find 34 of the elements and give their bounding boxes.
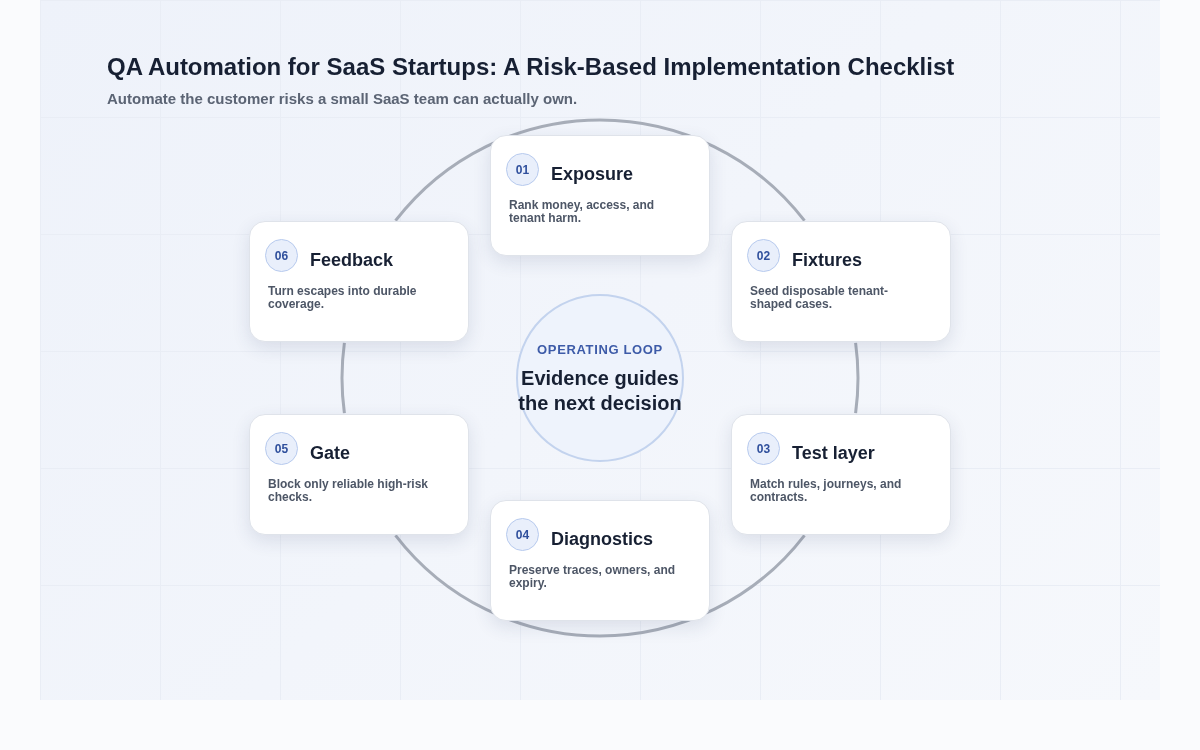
step-number-badge: 02	[747, 239, 780, 272]
step-heading: Gate	[310, 442, 351, 465]
ring-connector	[394, 534, 601, 638]
ring-connector	[599, 534, 806, 638]
step-description: Preserve traces, owners, and expiry.	[509, 564, 677, 590]
step-number-badge: 01	[506, 153, 539, 186]
step-card	[731, 221, 951, 342]
center-heading: Evidence guides the next decision	[517, 365, 683, 416]
step-number-badge: 05	[265, 432, 298, 465]
subtitle: Automate the customer risks a small SaaS team can actually own.	[107, 89, 578, 109]
step-heading: Diagnostics	[551, 528, 654, 551]
step-number-badge: 03	[747, 432, 780, 465]
step-heading: Fixtures	[792, 249, 863, 272]
ring-connector	[340, 342, 346, 414]
step-heading: Test layer	[792, 442, 875, 465]
step-description: Block only reliable high-risk checks.	[268, 478, 430, 504]
step-card	[731, 414, 951, 535]
step-card	[490, 500, 710, 621]
step-card	[249, 414, 469, 535]
step-description: Match rules, journeys, and contracts.	[750, 478, 903, 504]
ring-connector	[854, 342, 860, 414]
step-description: Turn escapes into durable coverage.	[268, 285, 418, 311]
step-number-badge: 06	[265, 239, 298, 272]
ring-connector	[599, 118, 806, 222]
ring-connector	[394, 118, 601, 222]
step-description: Rank money, access, and tenant harm.	[509, 199, 656, 225]
title: QA Automation for SaaS Startups: A Risk-Based Implementation Checklist	[107, 52, 955, 82]
eyebrow-label: OPERATING LOOP	[537, 341, 663, 360]
step-description: Seed disposable tenant-shaped cases.	[750, 285, 890, 311]
step-number-badge: 04	[506, 518, 539, 551]
step-heading: Exposure	[551, 163, 634, 186]
step-card	[249, 221, 469, 342]
step-heading: Feedback	[310, 249, 394, 272]
step-card	[490, 135, 710, 256]
